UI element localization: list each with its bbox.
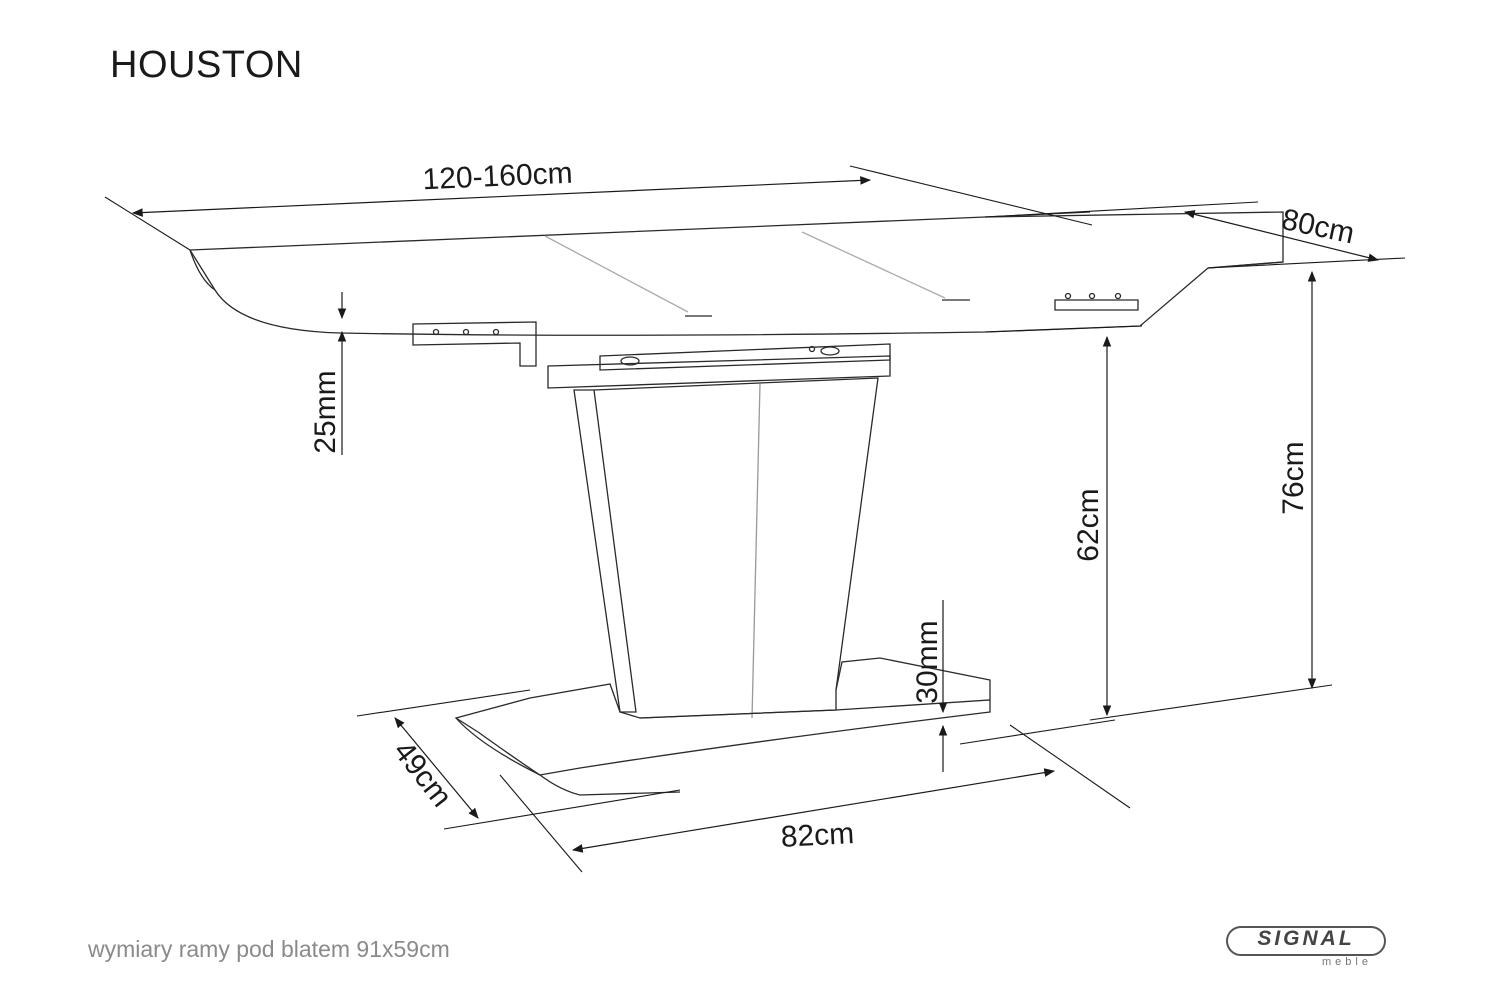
label-depth: 80cm [1279, 203, 1358, 251]
arrow-depth [1183, 210, 1380, 262]
dimension-arrows [131, 176, 1380, 853]
arrow-length [131, 176, 872, 217]
brand-logo: SIGNAL meble [1226, 926, 1390, 970]
arrow-base-length [571, 768, 1056, 853]
brand-name: SIGNAL [1257, 927, 1355, 950]
label-length: 120-160cm [422, 157, 573, 197]
label-frame-height: 62cm [1072, 488, 1105, 561]
label-top-thickness: 25mm [309, 370, 342, 453]
label-base-length: 82cm [780, 817, 855, 854]
extension-lines [104, 165, 1406, 873]
label-base-depth: 49cm [387, 735, 458, 813]
slide-bracket-left [412, 321, 537, 367]
label-base-thickness: 30mm [911, 620, 944, 703]
logo-outline [1226, 926, 1386, 956]
frame-dimensions-note: wymiary ramy pod blatem 91x59cm [88, 936, 450, 962]
pedestal-base [454, 683, 991, 796]
label-total-height: 76cm [1277, 441, 1310, 514]
product-title: HOUSTON [110, 44, 303, 86]
brand-tagline: meble [1322, 956, 1372, 968]
arrow-base-depth [394, 717, 479, 819]
table-top [188, 211, 1284, 336]
